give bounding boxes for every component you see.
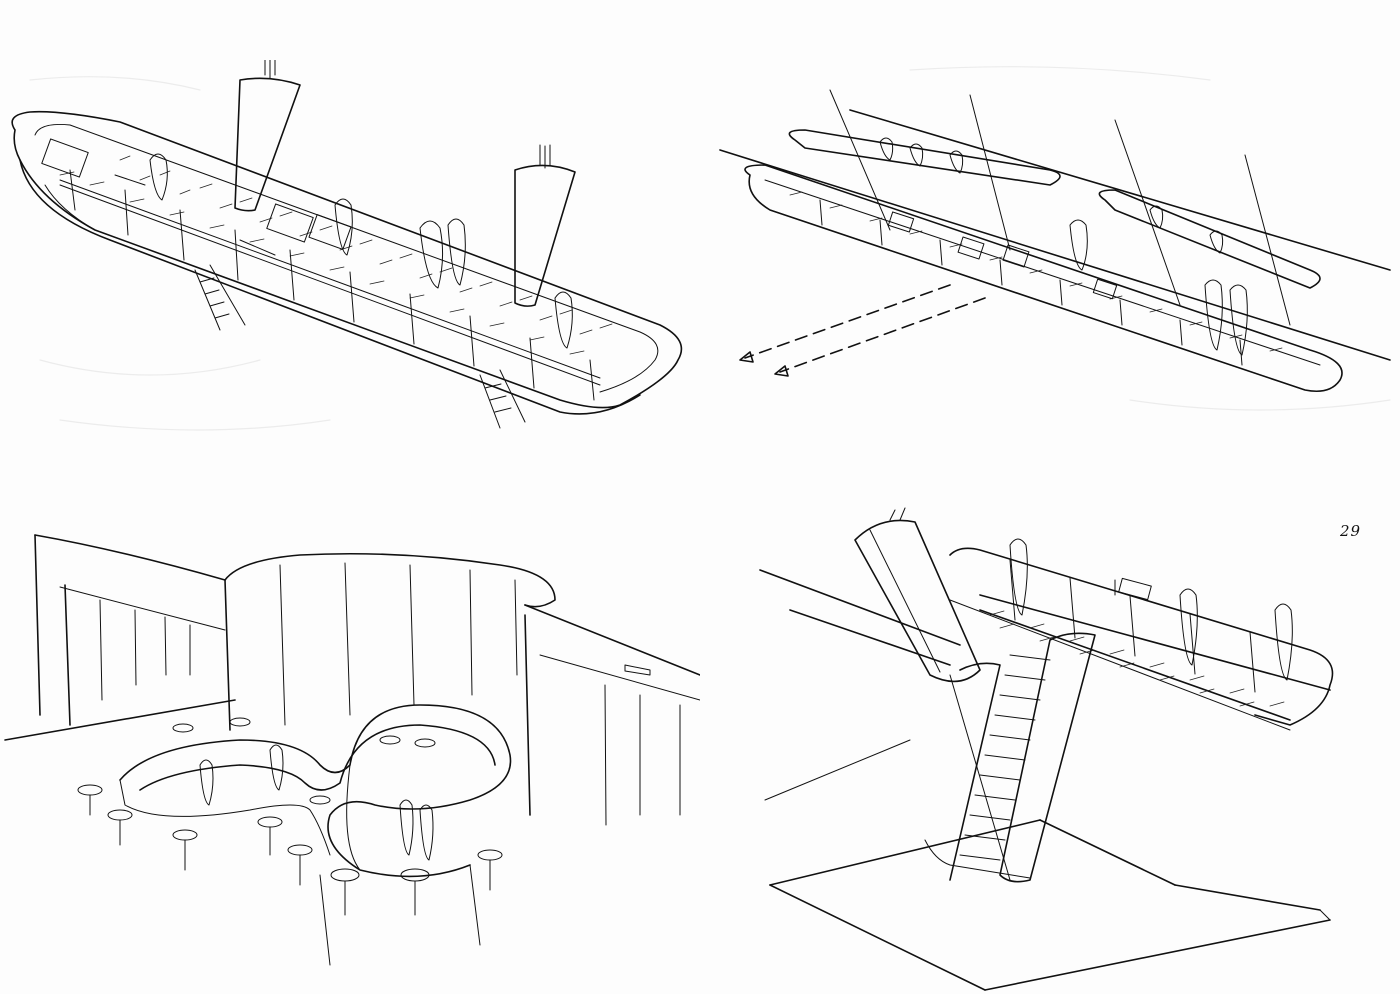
page-number: 29 [1340, 522, 1362, 540]
sketch-panel-gallery-stair [710, 500, 1400, 994]
bar-interior-drawing [4, 534, 700, 966]
sketch-panel-bar-interior [0, 525, 700, 994]
gallery-stair-drawing [759, 507, 1334, 991]
sketch-panel-parallel-galleries [710, 60, 1400, 480]
sketch-panel-hanging-gallery [0, 60, 700, 480]
parallel-galleries-drawing [719, 66, 1391, 411]
hanging-gallery-drawing [11, 60, 683, 431]
